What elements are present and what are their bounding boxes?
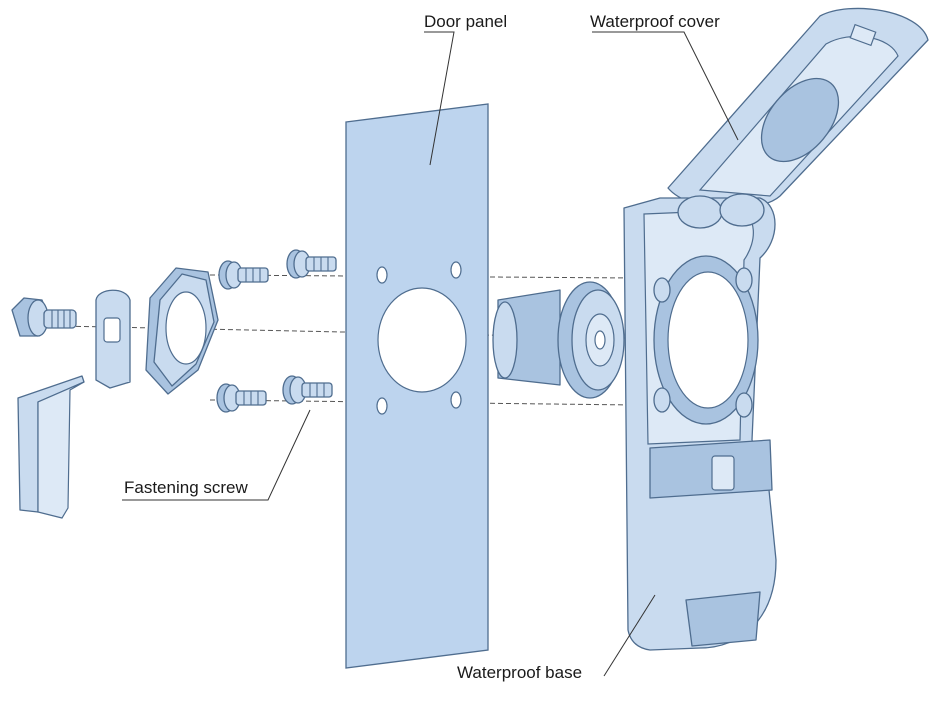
waterproof-cover-label: Waterproof cover bbox=[590, 12, 720, 31]
fastening-screw-bottom-right bbox=[282, 375, 333, 405]
door-panel-label: Door panel bbox=[424, 12, 508, 31]
socket-insert bbox=[492, 281, 625, 399]
fastening-screw-top-left bbox=[218, 260, 269, 290]
fastening-screw-bottom-left bbox=[216, 383, 267, 413]
waterproof-base-label: Waterproof base bbox=[457, 663, 583, 682]
door-panel bbox=[345, 103, 489, 669]
lever-handle bbox=[17, 289, 131, 519]
leader-lines bbox=[122, 31, 739, 677]
fastening-screw-label: Fastening screw bbox=[124, 478, 248, 497]
waterproof-cover bbox=[667, 7, 929, 210]
fastening-screw-top-right bbox=[286, 249, 337, 279]
flange-nut-screw bbox=[11, 297, 77, 337]
waterproof-base bbox=[623, 193, 777, 651]
hex-nut bbox=[145, 267, 219, 395]
